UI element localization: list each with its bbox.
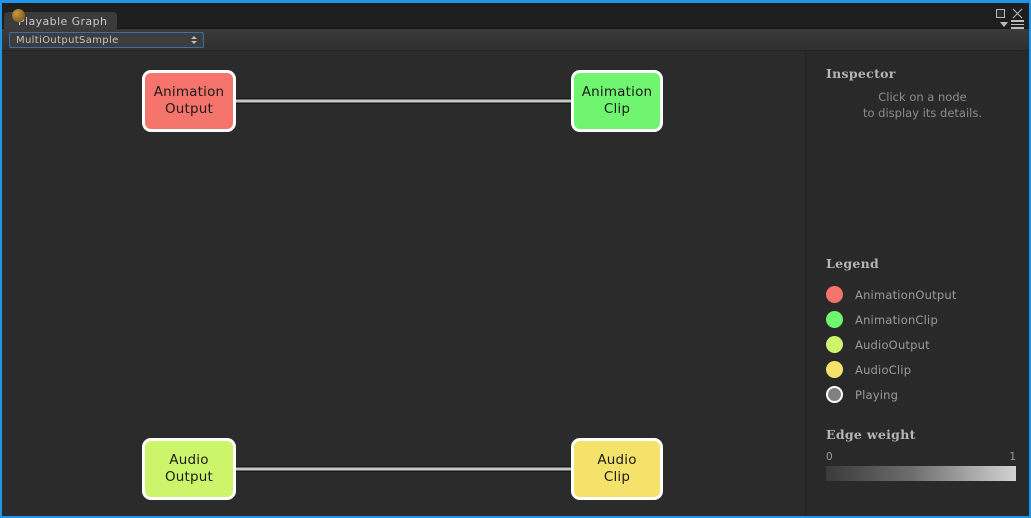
- legend-color-swatch-icon: [826, 286, 843, 303]
- legend-item: AudioOutput: [826, 332, 1021, 357]
- maximize-icon[interactable]: [996, 9, 1005, 18]
- inspector-section: Inspector Click on a node to display its…: [826, 66, 1019, 121]
- window-tab-bar: Playable Graph: [2, 3, 1029, 31]
- legend-item-label: AnimationOutput: [855, 287, 957, 302]
- inspector-title: Inspector: [826, 66, 896, 81]
- graph-node-label-line2: Clip: [603, 469, 631, 485]
- edge-weight-section: Edge weight 0 1: [826, 427, 1016, 481]
- edge-weight-scale: 0 1: [826, 451, 1016, 463]
- legend-item-label: AnimationClip: [855, 312, 938, 327]
- graph-node-label-line2: Output: [164, 469, 214, 485]
- legend-item: Playing: [826, 382, 1021, 407]
- toolbar: MultiOutputSample: [2, 29, 1029, 51]
- updown-arrows-icon: [191, 36, 197, 44]
- legend-color-swatch-icon: [826, 336, 843, 353]
- graph-selector-dropdown[interactable]: MultiOutputSample: [9, 32, 204, 48]
- legend-item-label: AudioClip: [855, 362, 912, 377]
- legend-color-swatch-icon: [826, 386, 843, 403]
- graph-node-label-line1: Animation: [581, 84, 653, 100]
- legend-color-swatch-icon: [826, 361, 843, 378]
- legend-item: AudioClip: [826, 357, 1021, 382]
- hamburger-menu-icon[interactable]: [1011, 20, 1024, 29]
- legend-item-label: AudioOutput: [855, 337, 930, 352]
- edge-weight-gradient-bar: [826, 466, 1016, 481]
- legend-item-label: Playing: [855, 387, 899, 402]
- edge-weight-min-label: 0: [826, 451, 833, 463]
- inspector-hint-line1: Click on a node: [878, 90, 967, 104]
- panel-menu-row: [1000, 20, 1024, 29]
- graph-node-label-line1: Animation: [153, 84, 225, 100]
- close-icon[interactable]: [1012, 8, 1023, 19]
- graph-node-label-line1: Audio: [597, 452, 637, 468]
- tab-playable-graph[interactable]: Playable Graph: [4, 9, 118, 31]
- window-controls: [996, 8, 1023, 19]
- legend-color-swatch-icon: [826, 311, 843, 328]
- side-panel: Inspector Click on a node to display its…: [805, 51, 1029, 516]
- filter-icon[interactable]: [1000, 21, 1008, 27]
- legend-title: Legend: [826, 256, 880, 271]
- edge-weight-max-label: 1: [1009, 451, 1016, 463]
- inspector-hint-line2: to display its details.: [862, 106, 982, 120]
- inspector-hint: Click on a node to display its details.: [826, 89, 1019, 121]
- legend-item: AnimationClip: [826, 307, 1021, 332]
- tab-label: Playable Graph: [18, 15, 108, 28]
- graph-node-label-line1: Audio: [169, 452, 209, 468]
- graph-selector-value: MultiOutputSample: [16, 34, 119, 46]
- edge-weight-title: Edge weight: [826, 427, 916, 442]
- unity-playable-icon: [12, 9, 25, 22]
- legend-item: AnimationOutput: [826, 282, 1021, 307]
- graph-node-label-line2: Output: [164, 101, 214, 117]
- graph-node-label-line2: Clip: [603, 101, 631, 117]
- graph-edges-layer: [236, 98, 571, 472]
